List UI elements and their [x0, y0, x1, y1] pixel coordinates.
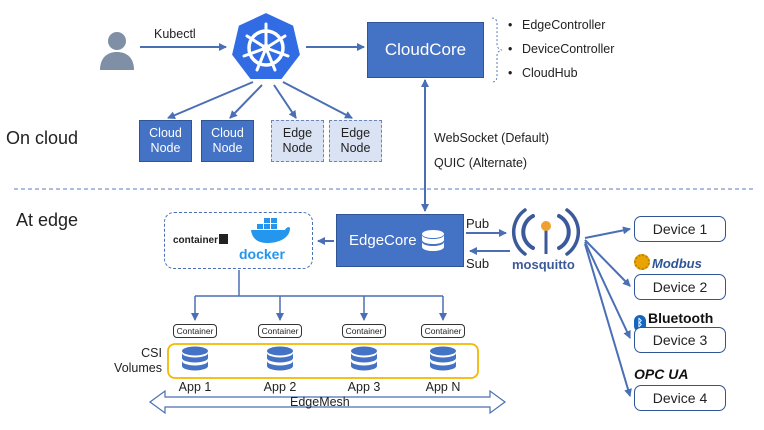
database-icon	[430, 346, 456, 371]
modbus-logo: Modbus	[634, 254, 702, 271]
opcua-logo: OPC UA	[634, 366, 689, 382]
cloud-node-2: Cloud Node	[201, 120, 254, 162]
edgecore-title: EdgeCore	[349, 232, 417, 249]
cloudcore-components: EdgeController DeviceController CloudHub	[508, 13, 614, 85]
edgemesh-label: EdgeMesh	[290, 395, 350, 409]
cloud-node-1: Cloud Node	[139, 120, 192, 162]
container-badge: Container	[342, 324, 386, 338]
app-n-label: App N	[425, 380, 461, 394]
arrow-mqtt-device2	[584, 239, 631, 287]
arrow-mqtt-device1	[584, 226, 631, 239]
modbus-gear-icon	[634, 254, 650, 270]
device-4: Device 4	[634, 385, 726, 411]
docker-label: docker	[239, 246, 285, 262]
app-3-stack: Container	[342, 324, 386, 374]
kubernetes-icon	[229, 10, 303, 81]
container-badge: Container	[421, 324, 465, 338]
csi-band	[167, 343, 479, 379]
mosquitto-icon	[511, 208, 581, 256]
device-2: Device 2	[634, 274, 726, 300]
arrow-k8s-to-node2	[229, 84, 263, 119]
docker-whale-icon	[251, 218, 290, 243]
websocket-label: WebSocket (Default)	[434, 131, 550, 145]
quic-label: QUIC (Alternate)	[434, 156, 528, 170]
app-1-stack: Container	[173, 324, 217, 374]
app-1-label: App 1	[178, 380, 212, 394]
arrow-mqtt-device4	[584, 243, 632, 397]
database-icon	[351, 346, 377, 371]
edge-node-1: Edge Node	[271, 120, 324, 162]
edgemesh-arrow	[148, 389, 507, 415]
arrow-k8s-to-node3	[273, 84, 297, 119]
sub-label: Sub	[466, 256, 490, 271]
cloudcore-box: CloudCore	[367, 22, 484, 78]
database-icon	[182, 346, 208, 371]
container-runtime-box: container docker	[164, 212, 313, 269]
user-icon	[100, 32, 134, 70]
device-1: Device 1	[634, 216, 726, 242]
app-3-label: App 3	[347, 380, 381, 394]
container-badge: Container	[173, 324, 217, 338]
device-3: Device 3	[634, 327, 726, 353]
containerd-label: container	[173, 234, 229, 246]
components-brace	[491, 17, 503, 83]
database-icon	[267, 346, 293, 371]
arrow-mqtt-device3	[584, 241, 631, 339]
zone-cloud-label: On cloud	[6, 128, 79, 148]
zone-edge-label: At edge	[16, 210, 79, 230]
app-2-stack: Container	[258, 324, 302, 374]
mosquitto-label: mosquitto	[512, 257, 575, 272]
component-edgecontroller: EdgeController	[508, 13, 614, 37]
container-badge: Container	[258, 324, 302, 338]
arrow-k8s-to-node4	[282, 81, 353, 119]
app-2-label: App 2	[263, 380, 297, 394]
arrow-k8s-to-node1	[167, 81, 254, 119]
app-n-stack: Container	[421, 324, 465, 374]
component-cloudhub: CloudHub	[508, 61, 614, 85]
edge-node-2: Edge Node	[329, 120, 382, 162]
edgecore-box: EdgeCore	[336, 214, 464, 267]
csi-volumes-label: CSI Volumes	[114, 346, 162, 375]
pub-label: Pub	[466, 216, 490, 231]
containerd-icon	[219, 234, 229, 244]
component-devicecontroller: DeviceController	[508, 37, 614, 61]
kubectl-label: Kubectl	[154, 27, 196, 41]
database-icon	[421, 229, 444, 251]
